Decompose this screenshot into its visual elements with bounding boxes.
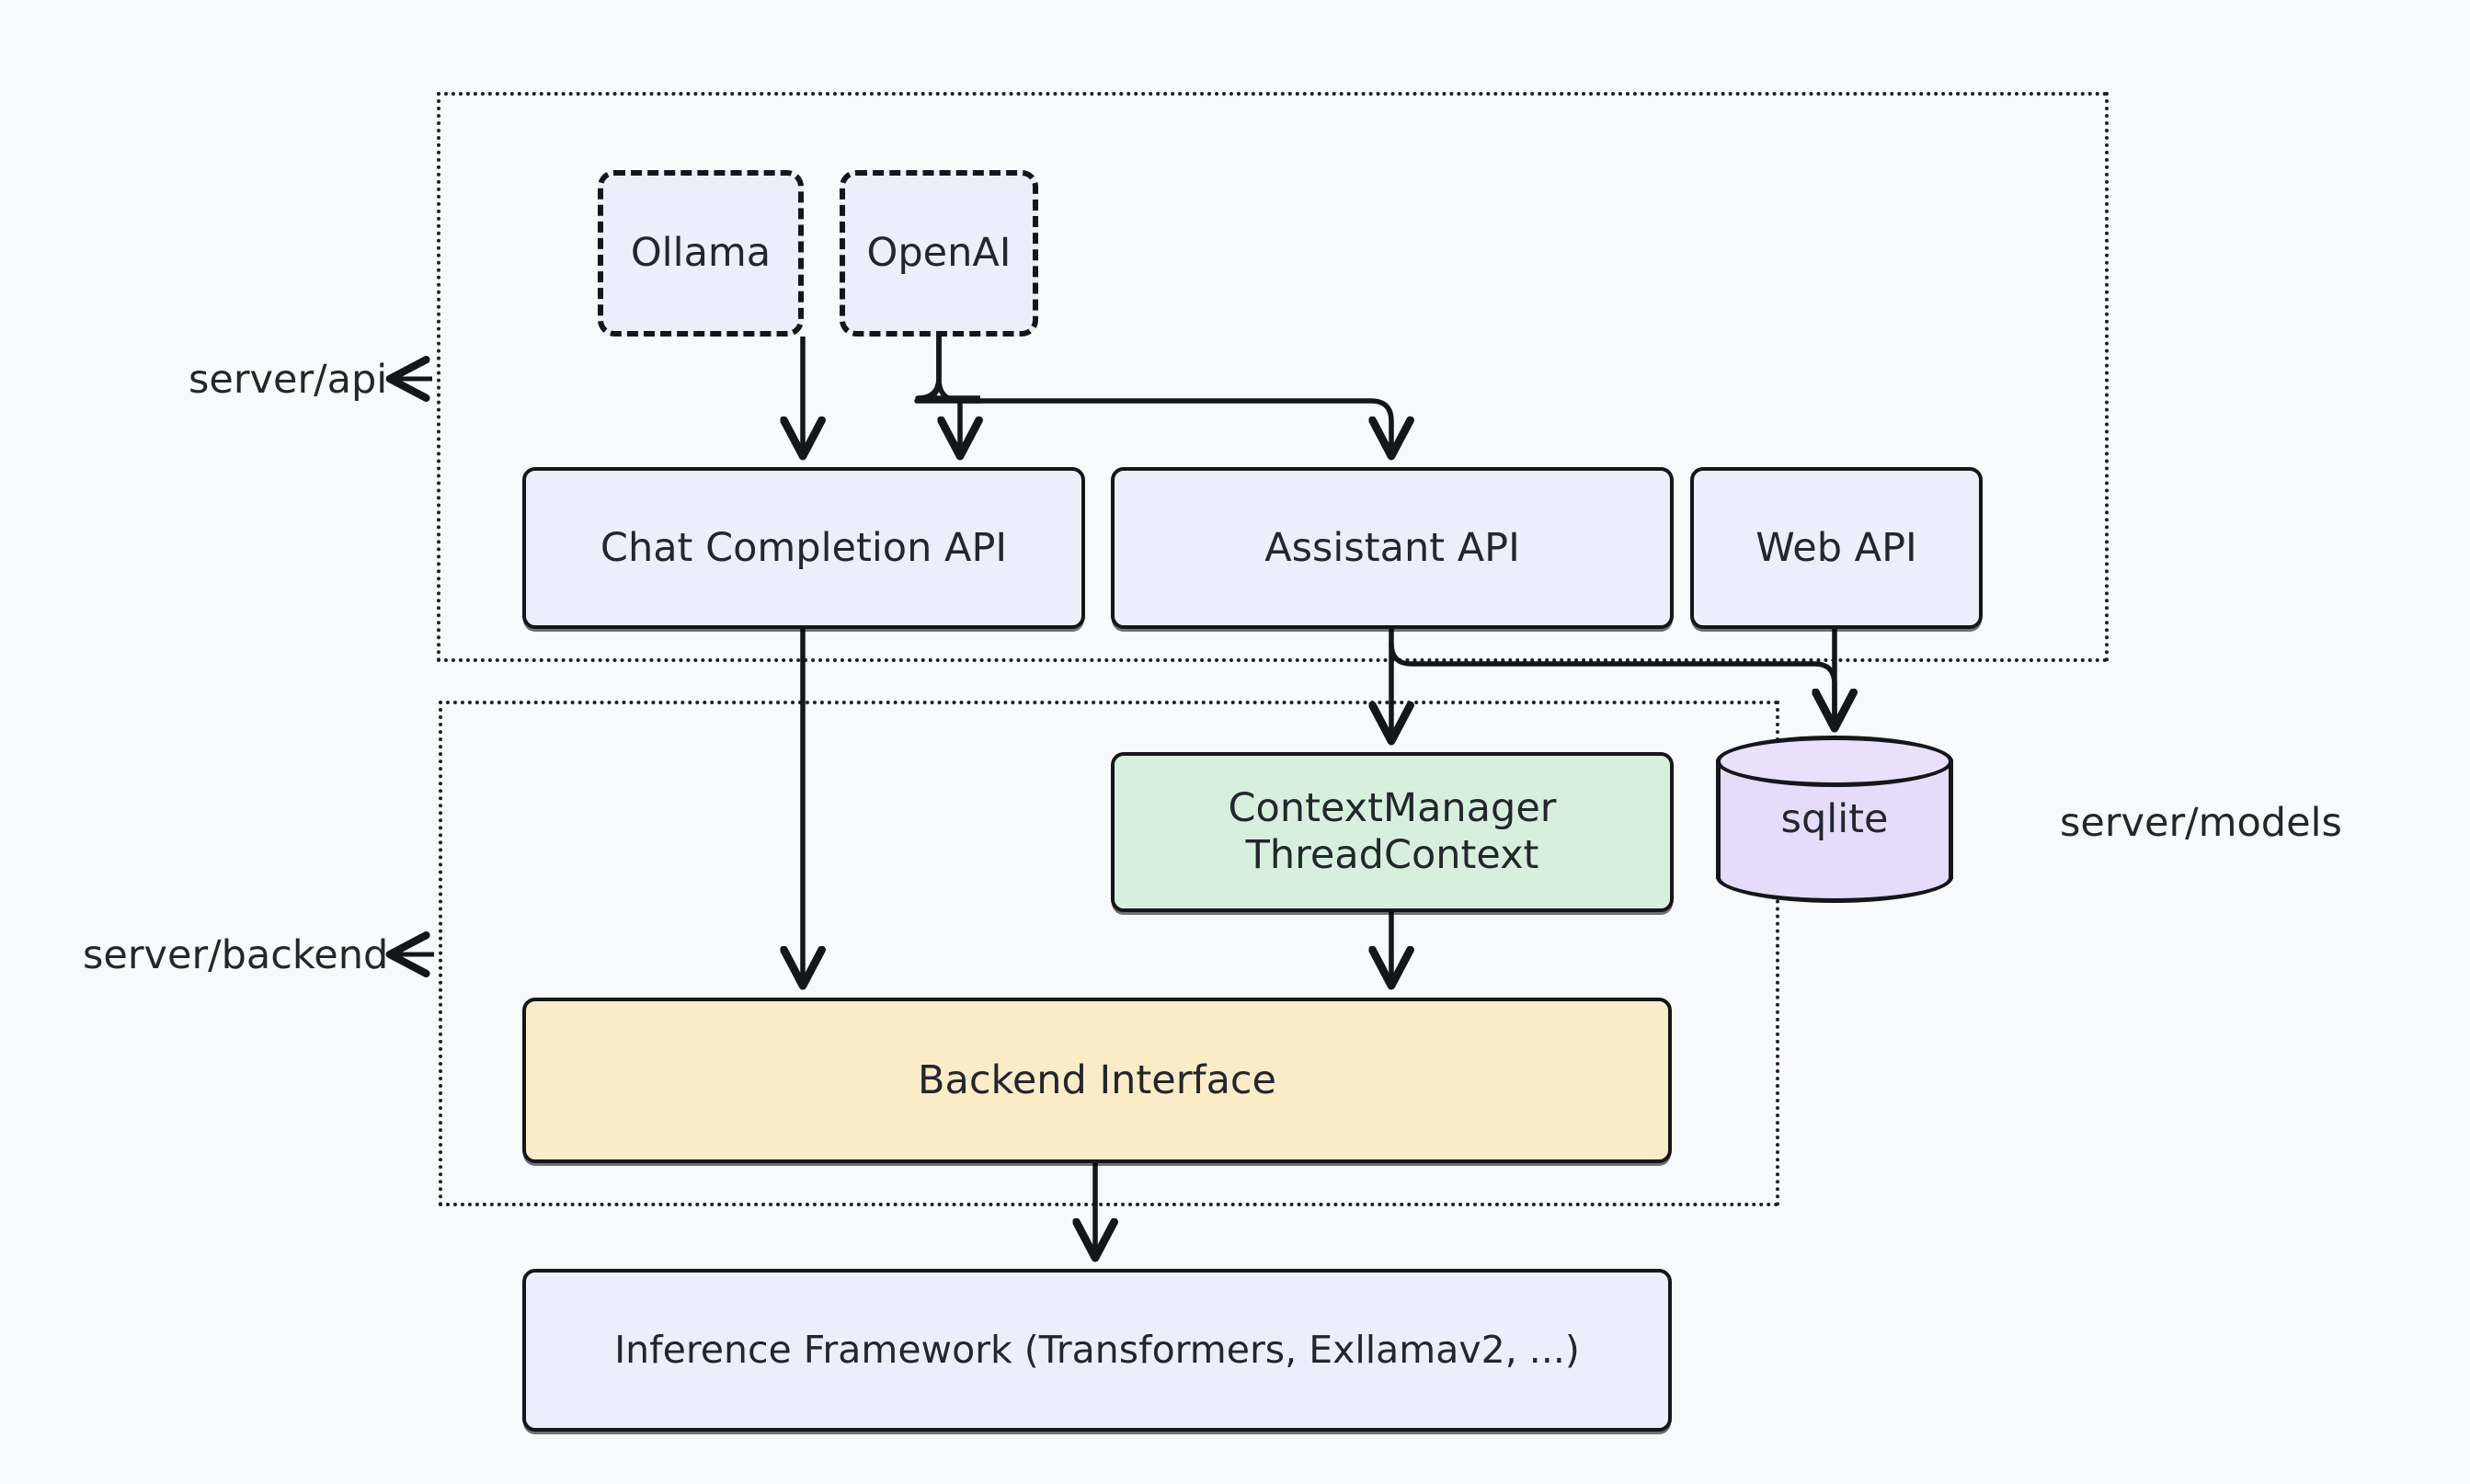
node-backend-interface[interactable]: Backend Interface <box>522 998 1672 1163</box>
node-assistant-api[interactable]: Assistant API <box>1111 467 1674 629</box>
label-server-backend: server/backend <box>83 932 389 978</box>
node-sqlite-database[interactable]: sqlite <box>1716 736 1953 903</box>
label-server-models: server/models <box>2060 800 2342 846</box>
cylinder-top <box>1716 736 1953 787</box>
node-inference-framework-label: Inference Framework (Transformers, Exlla… <box>614 1328 1580 1373</box>
node-web-api-label: Web API <box>1755 524 1917 571</box>
node-ollama-label: Ollama <box>630 230 772 277</box>
node-backend-interface-label: Backend Interface <box>917 1056 1277 1103</box>
node-assistant-api-label: Assistant API <box>1264 524 1520 571</box>
node-web-api[interactable]: Web API <box>1690 467 1983 629</box>
node-sqlite-label: sqlite <box>1780 796 1889 842</box>
label-server-api: server/api <box>189 357 388 403</box>
node-context-manager-line1: ContextManager <box>1228 785 1557 832</box>
node-chat-completion-api-label: Chat Completion API <box>600 524 1008 571</box>
node-openai[interactable]: OpenAI <box>840 170 1038 337</box>
node-openai-label: OpenAI <box>866 230 1012 277</box>
node-context-manager[interactable]: ContextManager ThreadContext <box>1111 752 1674 912</box>
group-server-backend <box>439 701 1779 1206</box>
node-context-manager-line2: ThreadContext <box>1245 832 1539 878</box>
node-inference-framework[interactable]: Inference Framework (Transformers, Exlla… <box>522 1269 1672 1432</box>
group-server-api <box>437 92 2109 662</box>
node-chat-completion-api[interactable]: Chat Completion API <box>522 467 1085 629</box>
node-ollama[interactable]: Ollama <box>598 170 804 337</box>
